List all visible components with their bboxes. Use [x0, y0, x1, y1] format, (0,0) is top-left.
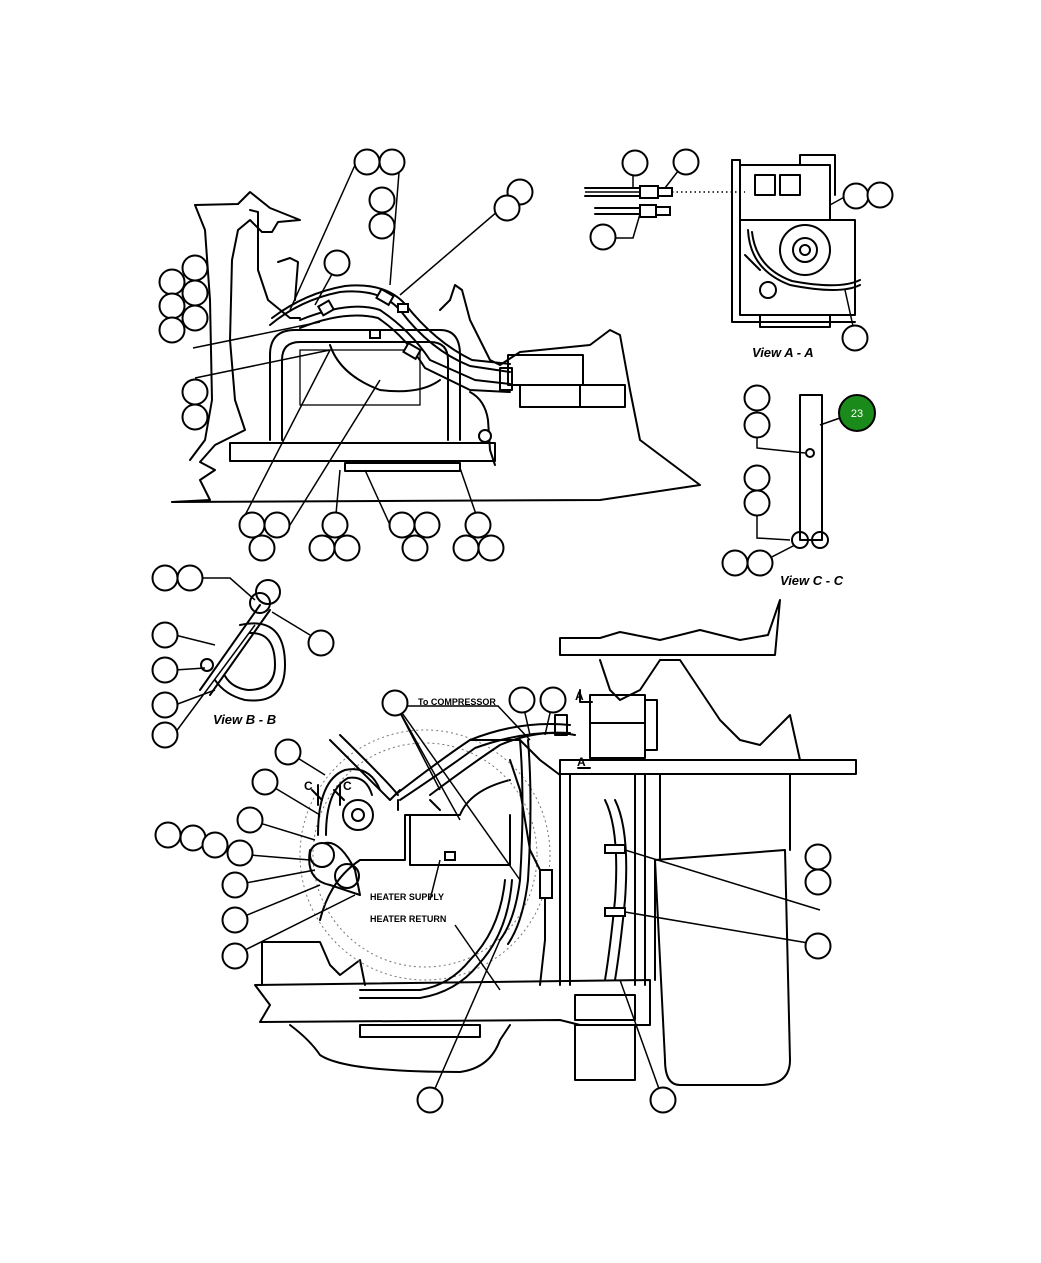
- callout-circle[interactable]: [151, 564, 179, 592]
- callout-circle[interactable]: [251, 768, 279, 796]
- label-heater-supply: HEATER SUPPLY: [370, 892, 444, 902]
- callout-circle[interactable]: [388, 511, 416, 539]
- callout-circle[interactable]: [743, 489, 771, 517]
- section-a-bottom: A: [577, 755, 586, 769]
- callout-circle[interactable]: [672, 148, 700, 176]
- view-c-c: View C - C: [756, 394, 844, 588]
- callout-circle[interactable]: [158, 292, 186, 320]
- callout-circle[interactable]: [221, 942, 249, 970]
- callout-circle[interactable]: [804, 932, 832, 960]
- callout-circle[interactable]: [236, 806, 264, 834]
- callout-circle[interactable]: [508, 686, 536, 714]
- callout-circle[interactable]: [181, 378, 209, 406]
- view-a-label: View A - A: [752, 345, 814, 360]
- callout-circle[interactable]: [151, 721, 179, 749]
- callout-circle[interactable]: [413, 511, 441, 539]
- callout-circle[interactable]: [353, 148, 381, 176]
- callout-circle[interactable]: [158, 268, 186, 296]
- view-b-label: View B - B: [213, 712, 276, 727]
- callout-circle[interactable]: [743, 464, 771, 492]
- label-heater-return: HEATER RETURN: [370, 914, 446, 924]
- callout-circle[interactable]: [401, 534, 429, 562]
- callout-circle[interactable]: [381, 689, 409, 717]
- callout-23-number: 23: [851, 408, 863, 420]
- callout-circle[interactable]: [368, 186, 396, 214]
- callout-circle[interactable]: [721, 549, 749, 577]
- callout-circle[interactable]: [151, 621, 179, 649]
- callout-circle[interactable]: [464, 511, 492, 539]
- callout-circle[interactable]: [274, 738, 302, 766]
- callout-circle[interactable]: [842, 182, 870, 210]
- callout-circle[interactable]: [263, 511, 291, 539]
- callout-circle[interactable]: [323, 249, 351, 277]
- callout-circle[interactable]: [154, 821, 182, 849]
- callout-circles: [151, 148, 894, 1114]
- callout-circle[interactable]: [221, 871, 249, 899]
- callout-circle[interactable]: [804, 868, 832, 896]
- view-a-a: View A - A: [584, 154, 861, 360]
- callout-23[interactable]: 23: [838, 394, 876, 432]
- callout-circle[interactable]: [866, 181, 894, 209]
- callout-circle[interactable]: [181, 254, 209, 282]
- callout-circle[interactable]: [416, 1086, 444, 1114]
- callout-circle[interactable]: [158, 316, 186, 344]
- callout-circle[interactable]: [176, 564, 204, 592]
- callout-circle[interactable]: [221, 906, 249, 934]
- callout-circle[interactable]: [248, 534, 276, 562]
- callout-circle[interactable]: [621, 149, 649, 177]
- bottom-main-view: C C A A To COMPRESSOR HEATER SUPPLY HEAT…: [234, 599, 857, 1101]
- callout-circle[interactable]: [307, 629, 335, 657]
- callout-circle[interactable]: [181, 279, 209, 307]
- label-to-compressor: To COMPRESSOR: [418, 697, 496, 707]
- callout-circle[interactable]: [368, 212, 396, 240]
- view-b-b: View B - B: [174, 577, 311, 734]
- callout-23-circle[interactable]: [838, 394, 876, 432]
- callout-circle[interactable]: [181, 403, 209, 431]
- callout-circle[interactable]: [378, 148, 406, 176]
- callout-circle[interactable]: [201, 831, 229, 859]
- callout-circle[interactable]: [477, 534, 505, 562]
- section-a-top: A: [575, 689, 584, 703]
- callout-circle[interactable]: [308, 534, 336, 562]
- callout-circle[interactable]: [804, 843, 832, 871]
- callout-circle[interactable]: [589, 223, 617, 251]
- callout-circle[interactable]: [333, 534, 361, 562]
- callout-circle[interactable]: [151, 656, 179, 684]
- view-c-label: View C - C: [780, 573, 844, 588]
- section-c-left: C: [304, 779, 313, 793]
- callout-circle[interactable]: [493, 194, 521, 222]
- callout-circle[interactable]: [746, 549, 774, 577]
- callout-circle[interactable]: [452, 534, 480, 562]
- callout-circle[interactable]: [321, 511, 349, 539]
- section-c-right: C: [343, 779, 352, 793]
- callout-circle[interactable]: [181, 304, 209, 332]
- callout-circle[interactable]: [226, 839, 254, 867]
- callout-circle[interactable]: [238, 511, 266, 539]
- callout-circle[interactable]: [539, 686, 567, 714]
- callout-circle[interactable]: [151, 691, 179, 719]
- callout-circle[interactable]: [841, 324, 869, 352]
- callout-circle[interactable]: [743, 411, 771, 439]
- callout-circle[interactable]: [743, 384, 771, 412]
- callout-circle[interactable]: [649, 1086, 677, 1114]
